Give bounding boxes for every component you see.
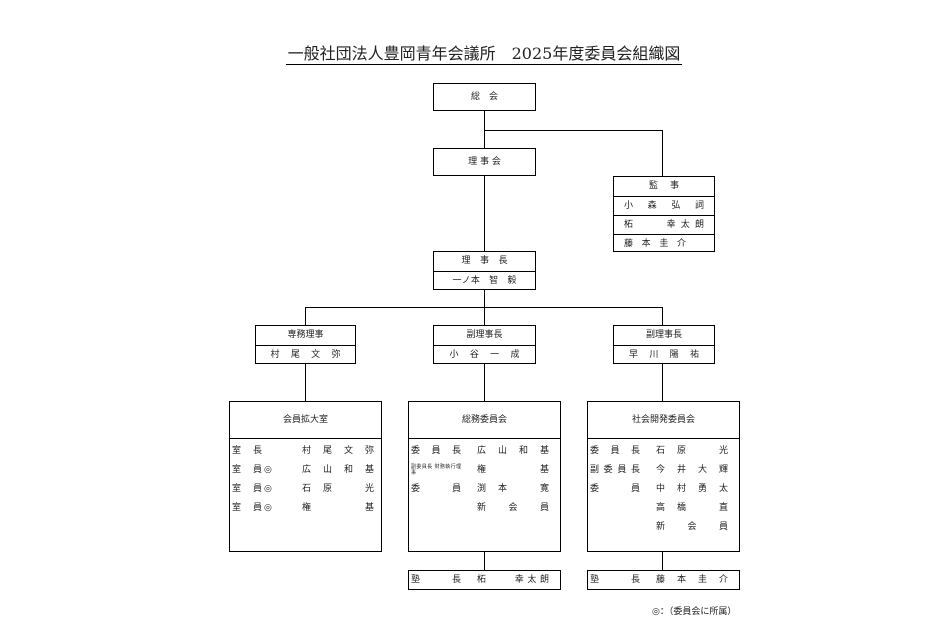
juku-box: 塾長 柘 幸太朗 [408, 570, 561, 590]
document-title: 一般社団法人豊岡青年会議所 2025年度委員会組織図 [0, 40, 950, 65]
text-cell: 委員長 [411, 446, 461, 456]
text-cell: 広山和基 [302, 465, 374, 475]
board-box: 理 事 会 [433, 148, 536, 176]
executive-name: 早川陽祐 [629, 350, 699, 360]
text-cell: 権 基 [302, 503, 374, 513]
connector [305, 307, 306, 325]
text-cell: 室長 [232, 446, 262, 456]
juku-box: 塾長 藤本圭介 [587, 570, 740, 590]
connector [662, 363, 663, 401]
member-row: 新 会 員 [409, 499, 560, 518]
auditor-name: 柘 幸太朗 [624, 220, 704, 230]
text-cell [590, 499, 640, 518]
executive-title: 専務理事 [287, 330, 324, 340]
footnote: ◎：（委員会に所属） [652, 607, 737, 617]
text-cell: 委員 [411, 484, 461, 494]
text-cell: ◎ [264, 484, 272, 494]
text-cell: 広山和基 [477, 446, 549, 456]
text-cell: 村尾文弥 [302, 446, 374, 456]
member-row: 副委員長 今井大輝 [588, 461, 739, 480]
general-meeting-label: 総 会 [470, 92, 498, 102]
auditors-title: 監事 [649, 181, 679, 191]
committee-name: 会員拡大室 [230, 402, 381, 439]
text-cell: 石原 光 [656, 446, 728, 456]
text-cell: 室員 [232, 484, 262, 494]
connector [662, 551, 663, 570]
connector [484, 175, 485, 251]
text-cell: 渕本 寛 [477, 484, 549, 494]
text-cell: 副委員長 財務執行理事 [411, 464, 461, 476]
member-row: 高橋 直 [588, 499, 739, 518]
committee-name: 総務委員会 [409, 402, 560, 439]
auditor-name: 小森弘詞 [624, 201, 704, 211]
member-row: 室長 村尾文弥 [230, 442, 381, 461]
text-cell: 石原 光 [302, 484, 374, 494]
executive-box: 副理事長 早川陽祐 [613, 325, 715, 364]
member-row: 委員長 広山和基 [409, 442, 560, 461]
text-cell [411, 499, 461, 518]
text-cell: 高橋 直 [656, 503, 728, 513]
text-cell: 中村勇太 [656, 484, 728, 494]
juku-member: 藤本圭介 [656, 575, 728, 585]
auditors-box: 監事 小森弘詞 柘 幸太朗 藤本圭介 [613, 176, 715, 252]
member-row: 委員長 石原 光 [588, 442, 739, 461]
text-cell: ◎ [264, 465, 272, 475]
auditor-name: 藤本圭介 [624, 239, 686, 249]
text-cell [262, 442, 282, 461]
text-cell: 新 会 員 [477, 503, 549, 513]
text-cell: 委員長 [590, 446, 640, 456]
text-cell: ◎ [264, 503, 272, 513]
member-row: 委員 中村勇太 [588, 480, 739, 499]
executive-title: 副理事長 [645, 330, 682, 340]
committee-box-general-affairs: 総務委員会 委員長 広山和基 副委員長 財務執行理事 権 基 委員 渕本 寛 新 会 … [408, 401, 561, 552]
committee-name: 社会開発委員会 [588, 402, 739, 439]
connector [305, 307, 663, 308]
juku-role: 塾長 [411, 575, 461, 585]
executive-title: 副理事長 [466, 330, 503, 340]
text-cell: 副委員長 [590, 465, 640, 475]
connector [662, 307, 663, 325]
committee-box-social-development: 社会開発委員会 委員長 石原 光 副委員長 今井大輝 委員 中村勇太 高橋 直 新 会… [587, 401, 740, 552]
general-meeting-box: 総 会 [433, 83, 536, 111]
juku-role: 塾長 [590, 575, 640, 585]
connector [484, 130, 663, 131]
executive-box: 専務理事 村尾文弥 [255, 325, 356, 364]
connector [305, 363, 306, 401]
text-cell: 一般社団法人豊岡青年会議所 2025年度委員会組織図 [285, 44, 683, 65]
member-row: 新 会 員 [588, 518, 739, 537]
juku-member: 柘 幸太朗 [477, 575, 549, 585]
executive-name: 小谷一成 [449, 350, 520, 360]
text-cell: 権 基 [477, 465, 549, 475]
member-row: 室員◎ 権 基 [230, 499, 381, 518]
president-title: 理事長 [461, 256, 508, 266]
text-cell: 室員 [232, 465, 262, 475]
member-row: 室員◎ 広山和基 [230, 461, 381, 480]
connector [484, 363, 485, 401]
member-row: 副委員長 財務執行理事 権 基 [409, 461, 560, 480]
connector [662, 130, 663, 176]
connector [484, 110, 485, 148]
text-cell: 委員 [590, 484, 640, 494]
text-cell [590, 518, 640, 537]
text-cell: 新 会 員 [656, 522, 728, 532]
committee-box-membership: 会員拡大室 室長村尾文弥 室員◎広山和基 室員◎石原 光 室員◎権 基 [229, 401, 382, 552]
text-cell: 今井大輝 [656, 465, 728, 475]
member-row: 委員 渕本 寛 [409, 480, 560, 499]
text-cell: 室員 [232, 503, 262, 513]
executive-box: 副理事長 小谷一成 [433, 325, 536, 364]
member-row: 室員◎ 石原 光 [230, 480, 381, 499]
president-box: 理事長 一ノ本 智 毅 [433, 251, 536, 290]
executive-name: 村尾文弥 [270, 350, 341, 360]
connector [484, 551, 485, 570]
president-name: 一ノ本 智 毅 [452, 276, 517, 286]
board-label: 理 事 会 [468, 157, 501, 167]
